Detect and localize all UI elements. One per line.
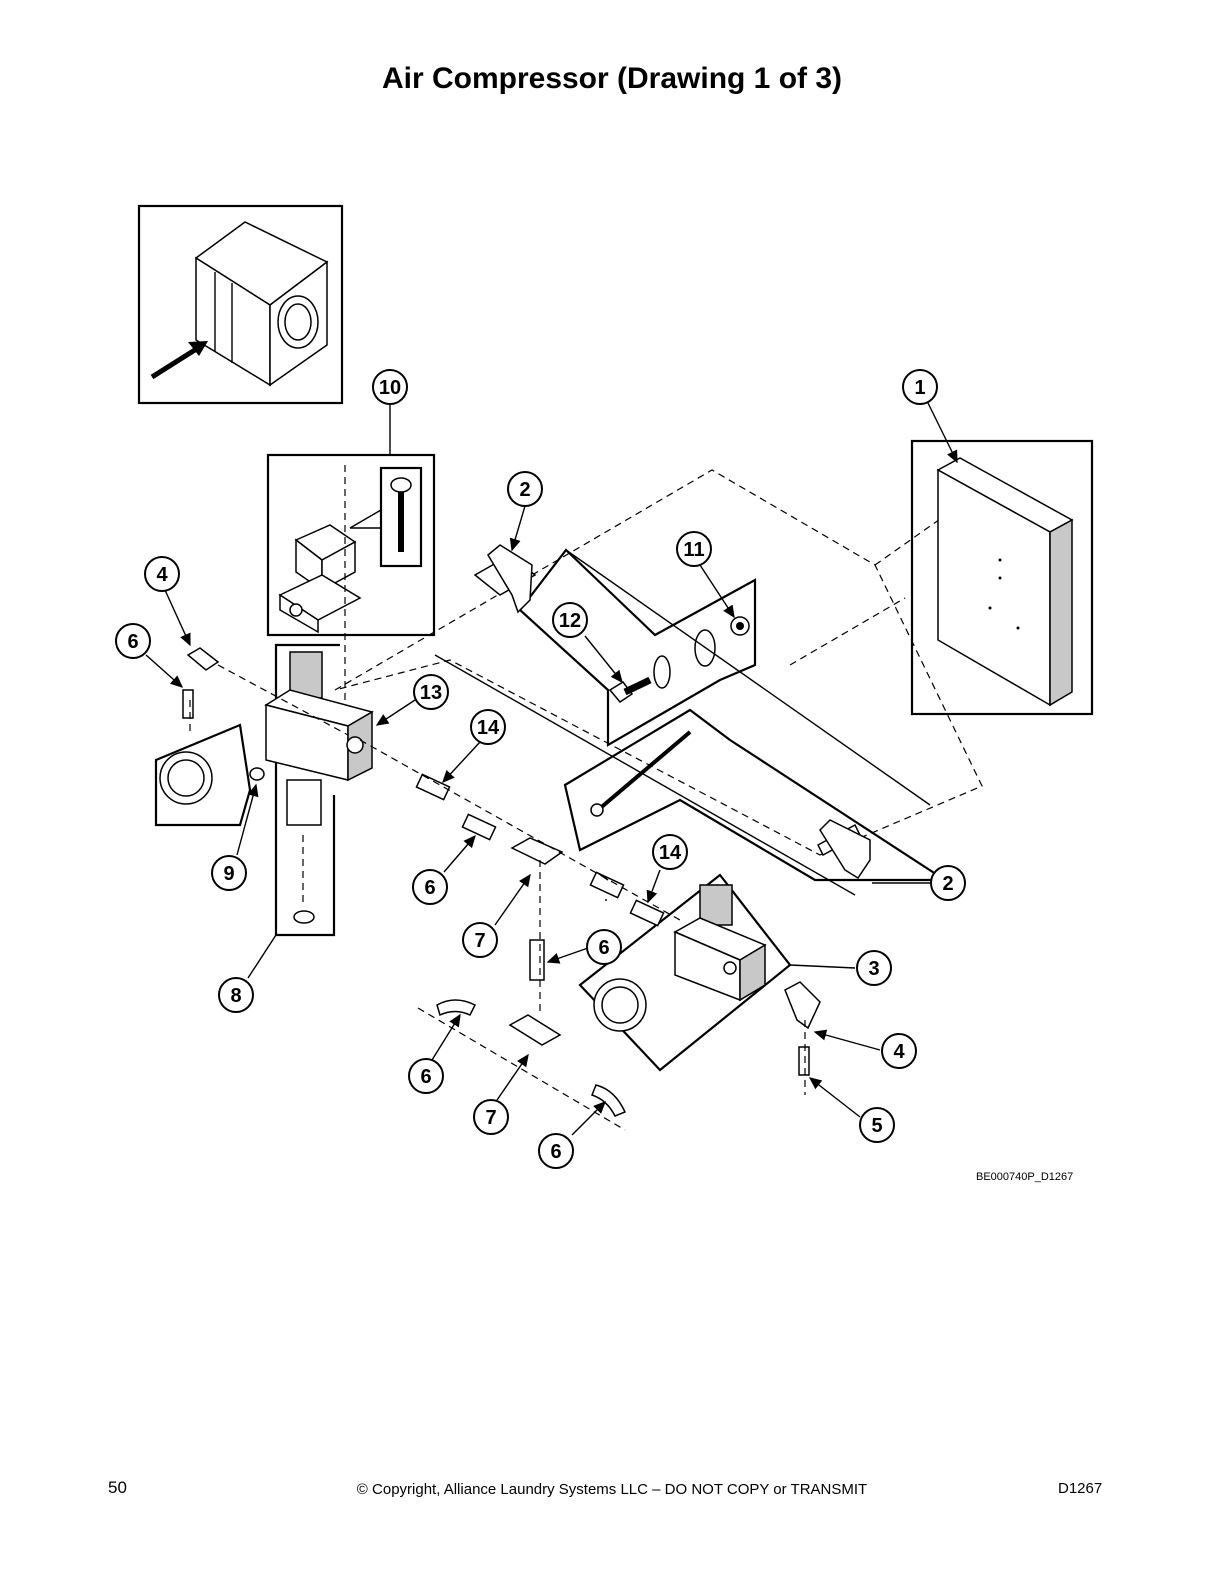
- part-3-detail: [578, 873, 792, 1072]
- callout-10: 10: [372, 369, 408, 405]
- nut-icon: [730, 616, 750, 636]
- callout-2-lower: 2: [930, 865, 966, 901]
- drawing-reference: BE000740P_D1267: [976, 1171, 1074, 1183]
- svg-text:8: 8: [230, 985, 241, 1007]
- upper-bracket-icon: [473, 544, 537, 614]
- part-8-detail: [154, 643, 374, 937]
- callout-6-lower-left: 6: [408, 1058, 444, 1094]
- part-10-detail: [266, 453, 436, 637]
- part-1-detail: [910, 439, 1094, 716]
- svg-text:4: 4: [893, 1041, 905, 1063]
- machine-icon: [194, 221, 329, 387]
- svg-text:5: 5: [871, 1115, 882, 1137]
- copyright-notice: © Copyright, Alliance Laundry Systems LL…: [356, 1481, 868, 1498]
- svg-text:2: 2: [942, 873, 953, 895]
- svg-text:6: 6: [598, 937, 609, 959]
- callout-6-left: 6: [115, 623, 151, 659]
- svg-text:6: 6: [550, 1141, 561, 1163]
- svg-text:12: 12: [559, 610, 581, 632]
- callout-11: 11: [676, 531, 712, 567]
- callout-13: 13: [413, 674, 449, 710]
- svg-text:3: 3: [868, 958, 879, 980]
- svg-text:13: 13: [420, 682, 442, 704]
- callout-6-middle: 6: [412, 869, 448, 905]
- callout-4-left: 4: [144, 556, 180, 592]
- svg-text:14: 14: [477, 717, 500, 739]
- svg-text:10: 10: [379, 377, 401, 399]
- page-title: Air Compressor (Drawing 1 of 3): [381, 62, 843, 95]
- callout-1: 1: [902, 369, 938, 405]
- callout-14-lower: 14: [652, 834, 688, 870]
- callout-8: 8: [218, 977, 254, 1013]
- callout-4-right: 4: [881, 1033, 917, 1069]
- svg-text:7: 7: [485, 1107, 496, 1129]
- document-id: D1267: [1058, 1480, 1103, 1497]
- callout-14-upper: 14: [470, 709, 506, 745]
- svg-text:1: 1: [914, 377, 925, 399]
- svg-text:9: 9: [223, 863, 234, 885]
- solenoid-icon: [278, 524, 362, 634]
- callout-3: 3: [856, 950, 892, 986]
- bracket-icon: [817, 819, 871, 880]
- part-11-12-detail: [518, 548, 757, 747]
- callout-12: 12: [552, 602, 588, 638]
- leader-arrows: [145, 402, 958, 1136]
- svg-text:11: 11: [683, 539, 704, 561]
- page-number: 50: [108, 1478, 127, 1497]
- svg-text:2: 2: [519, 479, 530, 501]
- mounting-plane-outline: [334, 469, 983, 856]
- callout-9: 9: [211, 855, 247, 891]
- callout-7-lower: 7: [473, 1099, 509, 1135]
- callout-6-bottom: 6: [538, 1133, 574, 1169]
- long-bolt-detail: [563, 708, 949, 882]
- screw-icon: [390, 477, 412, 552]
- locator-inset: [137, 204, 344, 405]
- svg-text:6: 6: [424, 877, 435, 899]
- svg-text:14: 14: [659, 842, 682, 864]
- filter-regulator-icon: [159, 651, 374, 924]
- callout-2-upper: 2: [507, 471, 543, 507]
- callout-7-upper: 7: [462, 922, 498, 958]
- svg-text:4: 4: [156, 564, 168, 586]
- svg-text:7: 7: [474, 930, 485, 952]
- location-arrow-icon: [150, 341, 208, 380]
- callout-6-center: 6: [586, 929, 622, 965]
- bolt-icon: [608, 676, 652, 703]
- svg-text:6: 6: [127, 631, 138, 653]
- svg-text:6: 6: [420, 1066, 431, 1088]
- callout-5: 5: [859, 1107, 895, 1143]
